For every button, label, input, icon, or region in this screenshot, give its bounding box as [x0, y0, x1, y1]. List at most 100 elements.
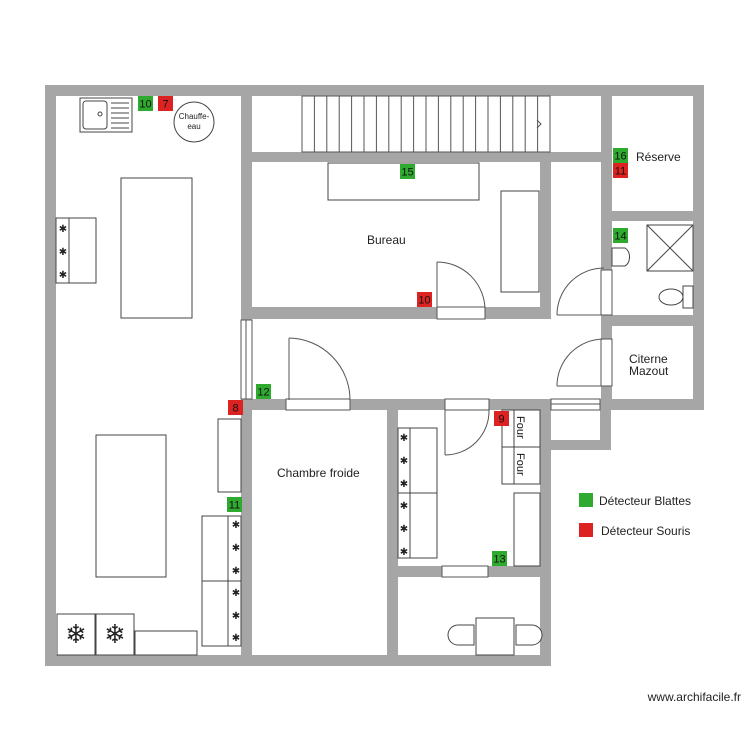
detector-badge — [138, 96, 153, 111]
burner-icons: ✱ ✱ ✱ ✱ ✱ ✱ ✱ ✱ ✱ ✱ ✱ ✱ ✱ ✱ ✱ — [59, 224, 408, 644]
wc-door-frame — [600, 269, 613, 316]
wall-col-left-2 — [601, 315, 612, 339]
detector-souris-10: 10 — [417, 292, 432, 307]
wall-bureau-bottom-r — [485, 307, 551, 319]
lower-shelf — [513, 492, 541, 567]
detector-number: 8 — [232, 403, 238, 415]
toilet-tank — [682, 285, 694, 309]
lower-room-window — [441, 565, 489, 578]
wc-door-arc — [556, 267, 605, 316]
wall-col-left-1 — [601, 85, 612, 270]
outer-wall-left — [45, 85, 56, 666]
detector-badge — [494, 411, 509, 426]
chambre-door-arc — [288, 337, 351, 401]
citerne-door-arc — [556, 338, 605, 387]
detector-number: 7 — [162, 99, 168, 111]
burner-icon: ✱ — [232, 633, 240, 644]
detector-souris-7: 7 — [158, 96, 173, 111]
detector-souris-8: 8 — [228, 400, 243, 415]
detector-blattes-13: 13 — [492, 551, 507, 566]
burner-icon: ✱ — [232, 543, 240, 554]
walls — [45, 85, 704, 666]
detector-number: 16 — [614, 151, 626, 163]
wall-kitchen-right-lower — [241, 399, 252, 666]
detector-badge — [417, 292, 432, 307]
detector-blattes-10: 10 — [138, 96, 153, 111]
burner-icon: ✱ — [400, 547, 408, 558]
wall-reserve-bottom — [601, 211, 704, 221]
wall-bureau-bottom — [241, 307, 437, 319]
detector-badge — [158, 96, 173, 111]
wc-sink — [611, 247, 630, 267]
wall-east-step — [551, 399, 704, 410]
oven-side-2 — [501, 446, 515, 485]
detector-blattes-16: 16 — [613, 148, 628, 163]
detector-number: 10 — [139, 99, 151, 111]
bureau-door-frame — [436, 306, 486, 320]
sink-drain-icon — [97, 111, 103, 117]
wall-annex — [600, 399, 611, 450]
snowflake-icons: ❄ ❄ — [65, 620, 126, 650]
burner-icon: ✱ — [400, 479, 408, 490]
kitchen-table-top — [120, 177, 193, 319]
legend-blattes-swatch — [579, 493, 593, 507]
burner-icon: ✱ — [400, 456, 408, 467]
wall-annex-bottom — [540, 440, 611, 450]
legend-souris-label: Détecteur Souris — [601, 524, 690, 538]
snowflake-icon: ❄ — [104, 620, 126, 650]
burner-icon: ✱ — [400, 524, 408, 535]
legend: Détecteur Blattes Détecteur Souris — [579, 493, 691, 538]
freezer-2 — [95, 613, 135, 656]
detector-number: 10 — [418, 295, 430, 307]
counter-right-upper — [217, 418, 242, 493]
detector-number: 11 — [615, 166, 626, 178]
kitchen-furniture — [55, 97, 694, 656]
detector-badge — [613, 228, 628, 243]
detector-badge — [256, 384, 271, 399]
burner-icon: ✱ — [232, 611, 240, 622]
bureau-door-arc — [436, 261, 486, 311]
staircase — [301, 95, 551, 153]
burner-icon: ✱ — [232, 588, 240, 599]
room-labels: Chauffe- eau Réserve Bureau Citerne Mazo… — [179, 112, 681, 480]
wall-chambre-right — [387, 399, 398, 666]
wall-corridor-bottom-1 — [241, 399, 286, 410]
burner-icon: ✱ — [232, 566, 240, 577]
detector-blattes-11: 11 — [227, 497, 242, 512]
annex-door-frame — [444, 398, 490, 411]
detector-badge — [613, 163, 628, 178]
burner-icon: ✱ — [59, 270, 67, 281]
detector-blattes-15: 15 — [400, 164, 415, 179]
detector-badge — [228, 400, 243, 415]
detector-number: 11 — [229, 500, 240, 512]
detector-number: 12 — [257, 387, 269, 399]
outer-wall-right-upper — [693, 85, 704, 410]
burner-icon: ✱ — [59, 247, 67, 258]
wall-stair-bottom — [241, 152, 612, 162]
burner-icon: ✱ — [232, 520, 240, 531]
stair-arrow — [536, 119, 542, 129]
detector-badge — [227, 497, 242, 512]
chambre-door-frame — [285, 398, 351, 411]
toilet-bowl — [658, 288, 684, 306]
kitchen-table-bottom — [95, 434, 167, 578]
lower-counter-1 — [397, 427, 438, 494]
stair-steps — [313, 96, 539, 152]
legend-souris-swatch — [579, 523, 593, 537]
bottom-counter — [134, 630, 198, 656]
water-heater — [173, 101, 215, 143]
wall-corridor-bottom-3 — [489, 399, 551, 410]
four-label-2: Four — [514, 453, 526, 476]
bureau-label: Bureau — [367, 233, 406, 247]
outer-wall-top — [45, 85, 704, 96]
reserve-label: Réserve — [636, 150, 681, 164]
four-label-1: Four — [514, 416, 526, 439]
burner-icon: ✱ — [59, 224, 67, 235]
oven-1 — [513, 409, 541, 448]
credit-link[interactable]: www.archifacile.fr — [647, 690, 741, 704]
bureau-cabinet — [500, 190, 540, 293]
outer-wall-bottom — [45, 655, 551, 666]
wall-bureau-right — [540, 152, 551, 319]
